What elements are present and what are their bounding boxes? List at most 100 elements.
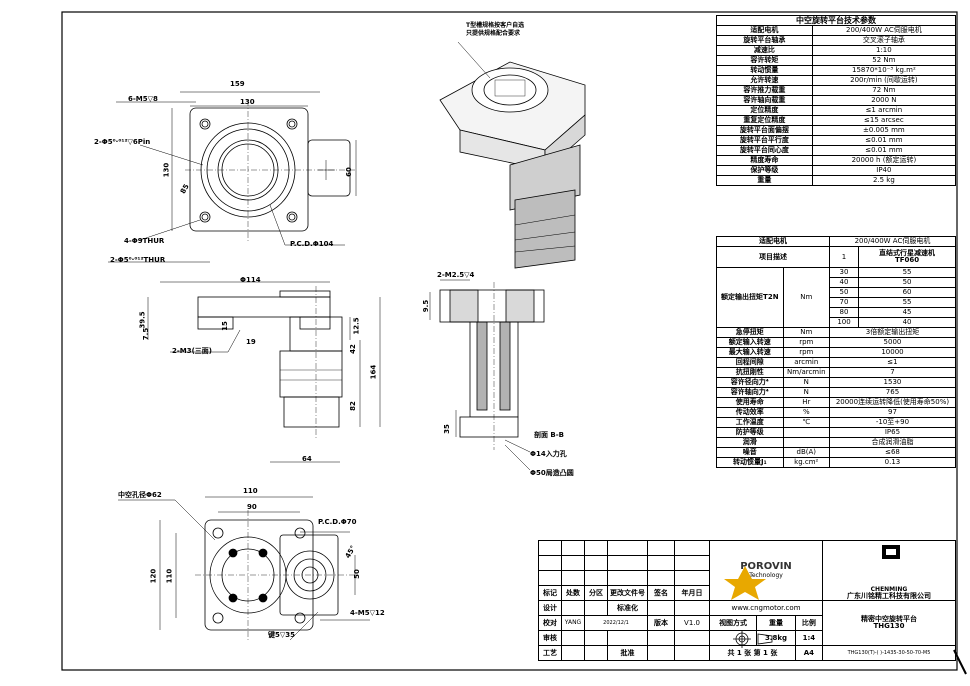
spec-table-title: 中空旋转平台技术参数	[716, 15, 956, 26]
side-view	[147, 281, 381, 463]
checker: YANG	[561, 615, 585, 631]
torque-value: 55	[858, 267, 956, 278]
spec-label: 重量	[716, 175, 813, 186]
spec-value: ≤1 arcmin	[811, 105, 957, 116]
approve-label: 批准	[607, 645, 648, 661]
date: 2022/12/1	[584, 615, 648, 631]
revision-header: 签名	[647, 585, 675, 601]
isometric-view	[439, 41, 586, 269]
torque-value: 50	[858, 277, 956, 288]
dim-19: 19	[246, 338, 256, 346]
company-logo-text: CHENMING	[870, 586, 908, 593]
check-label: 校对	[538, 615, 562, 631]
spec-row: 定位精度≤1 arcmin	[716, 105, 957, 116]
ratio-value: 40	[828, 277, 860, 288]
spec-value: 20000 h (额定运转)	[811, 155, 957, 166]
thur2-label: 2-Φ5⁰·⁰¹²THUR	[110, 256, 166, 264]
section-label: 剖面 B-B	[534, 431, 565, 439]
spec-row: 旋转平台面偏摆±0.005 mm	[716, 125, 957, 136]
gear-unit: rpm	[782, 347, 830, 358]
ratio-value: 70	[828, 297, 860, 308]
spec-value: 2000 N	[811, 95, 957, 106]
dim-50: 50	[352, 569, 361, 579]
scale: 1:4	[794, 630, 824, 646]
gear-row: 工作温度℃-10至+90	[716, 417, 957, 428]
dim-7-5: 7.5	[142, 327, 151, 341]
design-label: 设计	[538, 600, 562, 616]
gear-label: 容许轴向力⁴	[716, 387, 784, 398]
spec-label: 容许转矩	[716, 55, 813, 66]
gear-unit	[782, 437, 830, 448]
dim-90: 90	[247, 503, 257, 511]
gear-unit: dB(A)	[782, 447, 830, 458]
gear-unit: %	[782, 407, 830, 418]
dim-9-5: 9.5	[422, 299, 431, 313]
gear-value: 765	[828, 387, 957, 398]
review-label: 审核	[538, 630, 562, 646]
gear-label: 转动惯量J₁	[716, 457, 784, 468]
ratio-value: 80	[828, 307, 860, 318]
gear-row: 润滑合成润滑油脂	[716, 437, 957, 448]
ratio-value: 30	[828, 267, 860, 278]
spec-label: 精度寿命	[716, 155, 813, 166]
spec-label: 定位精度	[716, 105, 813, 116]
spec-value: ±0.005 mm	[811, 125, 957, 136]
pin-label: 2-Φ5⁰·⁰¹²▽6Pin	[94, 138, 151, 146]
dim-60: 60	[344, 167, 353, 177]
m5-label: 6-M5▽8	[128, 95, 158, 103]
spec-value: IP40	[811, 165, 957, 176]
torque-value: 40	[858, 317, 956, 328]
ratio-value: 50	[828, 287, 860, 298]
stage: 1	[828, 246, 860, 268]
spec-label: 减速比	[716, 45, 813, 56]
spec-value: 200/400W AC伺服电机	[811, 25, 957, 36]
hollow-hole-label: 中空孔径Φ62	[118, 491, 162, 499]
version: V1.0	[674, 615, 710, 631]
gear-value: 3倍额定输出扭矩	[828, 327, 957, 338]
dim-164: 164	[369, 364, 378, 380]
revision-header: 分区	[584, 585, 608, 601]
spec-label: 允许转速	[716, 75, 813, 86]
gear-value: 0.13	[828, 457, 957, 468]
dim-110-vertical: 110	[165, 568, 174, 584]
gear-label: 抗扭刚性	[716, 367, 784, 378]
gear-label: 额定输入转速	[716, 337, 784, 348]
torque-value: 60	[858, 287, 956, 298]
paper: A4	[794, 645, 824, 661]
model-header-text: 直结式行星减速机	[879, 249, 936, 257]
gear-label: 使用寿命	[716, 397, 784, 408]
item-label: 项目描述	[716, 246, 830, 268]
revision-header: 处数	[561, 585, 585, 601]
motor-label: 适配电机	[716, 236, 830, 247]
boss-label: Φ50局造凸圆	[530, 469, 574, 477]
dim-114: Φ114	[240, 276, 261, 284]
torque-unit: Nm	[782, 267, 830, 328]
website: www.cngmotor.com	[709, 600, 823, 616]
m2-label: 2-M2.5▽4	[437, 271, 475, 279]
gear-unit: ℃	[782, 417, 830, 428]
gear-unit	[782, 427, 830, 438]
dim-35: 35	[442, 424, 451, 434]
model-text: TF060	[894, 256, 920, 264]
dim-12-5: 12.5	[352, 317, 361, 335]
thur-label: 4-Φ9THUR	[124, 237, 165, 245]
pcd70-label: P.C.D.Φ70	[318, 518, 357, 526]
gear-value: -10至+90	[828, 417, 957, 428]
spec-label: 容许轴向载重	[716, 95, 813, 106]
spec-label: 旋转平台平行度	[716, 135, 813, 146]
